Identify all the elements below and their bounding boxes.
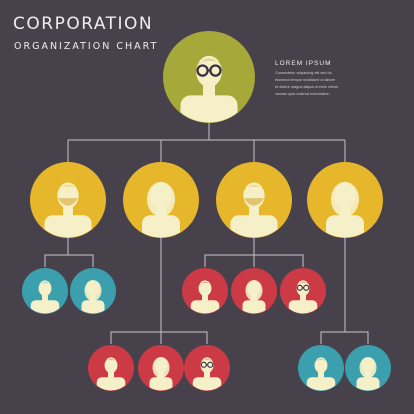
node-team-b-3 xyxy=(184,345,230,391)
node-top xyxy=(163,31,255,123)
node-team-d-2 xyxy=(345,345,391,391)
female-icon xyxy=(326,181,364,238)
connector-team-a xyxy=(44,236,94,267)
male-icon xyxy=(190,280,220,314)
node-team-b-1 xyxy=(88,345,134,391)
node-team-d-1 xyxy=(298,345,344,391)
node-manager-3 xyxy=(216,162,292,238)
node-manager-4 xyxy=(307,162,383,238)
connector-team-b xyxy=(110,236,208,344)
node-team-a-1 xyxy=(22,268,68,314)
connector-team-c xyxy=(204,236,304,267)
female-icon xyxy=(81,279,105,314)
legend-heading: LOREM IPSUM xyxy=(275,60,332,67)
female-icon xyxy=(242,279,266,314)
legend-line: eiusmod tempor incididunt ut labore xyxy=(275,78,336,82)
page-title: CORPORATION xyxy=(13,14,154,34)
male-beard-icon xyxy=(230,182,278,238)
node-team-c-2 xyxy=(231,268,277,314)
legend-line: veniam quis nostrud exercitation xyxy=(275,92,330,96)
female-icon xyxy=(149,356,173,391)
male-glasses-icon xyxy=(288,280,318,314)
male-glasses-icon xyxy=(192,357,222,391)
female-icon xyxy=(356,356,380,391)
node-team-a-2 xyxy=(70,268,116,314)
node-team-b-2 xyxy=(138,345,184,391)
male-icon xyxy=(30,280,60,314)
legend-line: Consectetur adipiscing elit sed do xyxy=(275,71,332,75)
org-nodes xyxy=(22,31,391,391)
male-glasses-icon xyxy=(180,55,238,123)
legend-text-block: LOREM IPSUM Consectetur adipiscing elit … xyxy=(275,60,365,98)
connector-team-d xyxy=(320,236,369,344)
male-icon xyxy=(96,357,126,391)
node-team-c-1 xyxy=(182,268,228,314)
male-beard-icon xyxy=(44,182,92,238)
page-subtitle: ORGANIZATION CHART xyxy=(14,41,159,52)
female-icon xyxy=(142,181,180,238)
node-team-c-3 xyxy=(280,268,326,314)
connector-lines xyxy=(44,114,369,344)
legend-line: et dolore magna aliqua ut enim minim xyxy=(275,85,339,89)
node-manager-2 xyxy=(123,162,199,238)
male-icon xyxy=(306,357,336,391)
node-manager-1 xyxy=(30,162,106,238)
